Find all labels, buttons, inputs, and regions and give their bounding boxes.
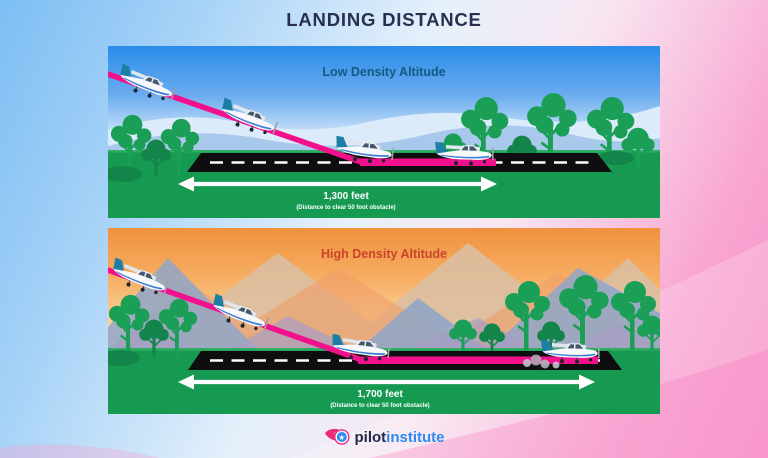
high-density-panel: High Density Altitude 1,700 feet (Distan…	[108, 228, 660, 414]
page-title: LANDING DISTANCE	[286, 9, 482, 30]
mountains	[108, 243, 660, 350]
logo-part-pilot: pilot	[354, 428, 387, 446]
logo-part-institute: institute	[386, 428, 445, 446]
distance-note: (Distance to clear 50 foot obstacle)	[330, 403, 429, 409]
distance-note: (Distance to clear 50 foot obstacle)	[296, 205, 395, 211]
logo-wordmark: pilotinstitute	[355, 430, 445, 445]
svg-text:★: ★	[338, 433, 345, 442]
bush-icon	[598, 151, 634, 165]
distance-label: 1,700 feet	[357, 389, 403, 400]
distance-arrow	[178, 374, 595, 390]
bush-icon	[108, 350, 140, 366]
winged-badge-star-icon: ★	[324, 428, 350, 445]
panel-title: Low Density Altitude	[322, 65, 445, 79]
brand-logo: ★ pilotinstitute	[0, 426, 768, 448]
braking-smoke	[523, 354, 560, 369]
distance-label: 1,300 feet	[323, 191, 369, 202]
distance-arrow	[178, 176, 497, 192]
low-density-panel: Low Density Altitude 1,300 feet (Distanc…	[108, 46, 660, 218]
grass-horizon	[108, 348, 660, 351]
trees-right	[438, 91, 656, 174]
trees-left	[108, 113, 201, 182]
bush-icon	[108, 166, 142, 182]
panel-title: High Density Altitude	[321, 247, 447, 261]
trees-left	[108, 293, 199, 366]
